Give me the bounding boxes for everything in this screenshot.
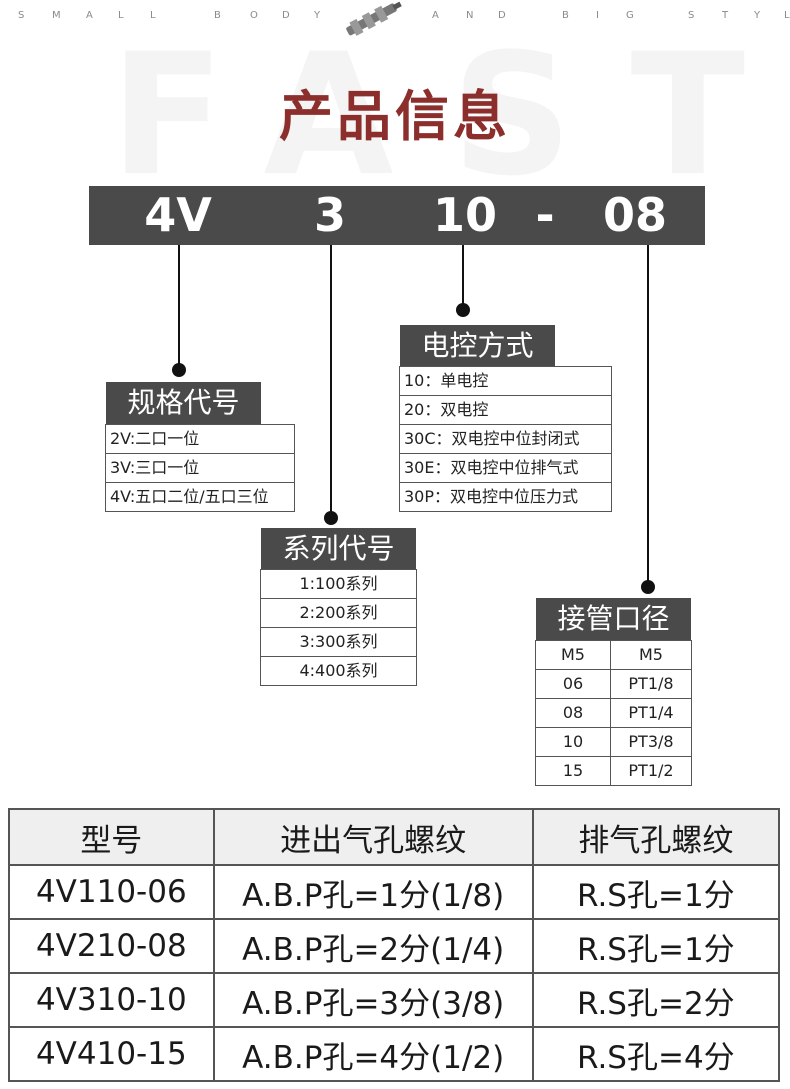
page-title: 产品信息 bbox=[279, 85, 511, 148]
spec-table: 型号 进出气孔螺纹 排气孔螺纹 4V110-06 A.B.P孔=1分(1/8) … bbox=[8, 808, 781, 1082]
model-code-bar bbox=[89, 186, 705, 245]
exhaust-thread-cell: R.S孔=1分 bbox=[531, 864, 781, 920]
connector-dot bbox=[324, 511, 338, 525]
exhaust-thread-cell: R.S孔=1分 bbox=[531, 918, 781, 974]
port-thread-cell: A.B.P孔=2分(1/4) bbox=[212, 918, 534, 974]
table-row: 10 PT3/8 bbox=[536, 728, 691, 757]
list-item: 3:300系列 bbox=[261, 628, 416, 657]
tagline-letter: T bbox=[722, 10, 729, 21]
series-code-list: 1:100系列 2:200系列 3:300系列 4:400系列 bbox=[260, 569, 417, 686]
list-item: 4V:五口二位/五口三位 bbox=[106, 483, 294, 512]
table-row: 06 PT1/8 bbox=[536, 670, 691, 699]
list-item: 3V:三口一位 bbox=[106, 454, 294, 483]
list-item: 2:200系列 bbox=[261, 599, 416, 628]
model-cell: 4V210-08 bbox=[8, 918, 215, 974]
tagline-letter: Y bbox=[754, 10, 761, 21]
tagline-letter: D bbox=[282, 10, 290, 21]
tagline-letter: B bbox=[214, 10, 221, 21]
table-row: 4V210-08 A.B.P孔=2分(1/4) R.S孔=1分 bbox=[8, 918, 781, 974]
connector-line bbox=[178, 245, 180, 370]
connector-dot bbox=[641, 580, 655, 594]
exhaust-thread-cell: R.S孔=2分 bbox=[531, 972, 781, 1028]
port-thread-cell: A.B.P孔=4分(1/2) bbox=[212, 1026, 534, 1082]
column-header: 型号 bbox=[8, 808, 215, 866]
port-thread-cell: A.B.P孔=3分(3/8) bbox=[212, 972, 534, 1028]
model-cell: 4V410-15 bbox=[8, 1026, 215, 1082]
model-cell: 4V310-10 bbox=[8, 972, 215, 1028]
connector-line bbox=[462, 245, 464, 310]
column-header: 排气孔螺纹 bbox=[531, 808, 781, 866]
port-code: 10 bbox=[536, 728, 611, 756]
tagline-letter: L bbox=[150, 10, 156, 21]
connector-dot bbox=[172, 363, 186, 377]
tagline-letter: L bbox=[784, 10, 790, 21]
tagline-letter: S bbox=[18, 10, 25, 21]
port-code: 06 bbox=[536, 670, 611, 698]
list-item: 30P：双电控中位压力式 bbox=[400, 483, 611, 512]
table-row: 08 PT1/4 bbox=[536, 699, 691, 728]
tagline-letter: I bbox=[596, 10, 599, 21]
tagline-letter: Y bbox=[314, 10, 321, 21]
spec-code-list: 2V:二口一位 3V:三口一位 4V:五口二位/五口三位 bbox=[105, 424, 295, 512]
control-mode-list: 10：单电控 20：双电控 30C：双电控中位封闭式 30E：双电控中位排气式 … bbox=[399, 366, 612, 512]
list-item: 30C：双电控中位封闭式 bbox=[400, 425, 611, 454]
connector-line bbox=[647, 245, 649, 587]
table-row: 4V110-06 A.B.P孔=1分(1/8) R.S孔=1分 bbox=[8, 864, 781, 920]
series-code-header: 系列代号 bbox=[261, 528, 416, 570]
list-item: 1:100系列 bbox=[261, 570, 416, 599]
table-row: 4V310-10 A.B.P孔=3分(3/8) R.S孔=2分 bbox=[8, 972, 781, 1028]
port-thread: PT1/2 bbox=[628, 761, 674, 780]
tagline-letter: O bbox=[250, 10, 258, 21]
tagline-letter: M bbox=[52, 10, 61, 21]
port-size-header: 接管口径 bbox=[536, 598, 691, 640]
model-cell: 4V110-06 bbox=[8, 864, 215, 920]
spec-code-header: 规格代号 bbox=[106, 382, 261, 424]
table-header-row: 型号 进出气孔螺纹 排气孔螺纹 bbox=[8, 808, 781, 866]
model-segment-port: 08 bbox=[602, 188, 667, 242]
table-row: M5 M5 bbox=[536, 641, 691, 670]
port-size-list: M5 M5 06 PT1/8 08 PT1/4 10 PT3/8 15 PT1/… bbox=[535, 640, 692, 786]
table-row: 4V410-15 A.B.P孔=4分(1/2) R.S孔=4分 bbox=[8, 1026, 781, 1082]
exhaust-thread-cell: R.S孔=4分 bbox=[531, 1026, 781, 1082]
port-thread: PT1/4 bbox=[628, 703, 674, 722]
port-thread-cell: A.B.P孔=1分(1/8) bbox=[212, 864, 534, 920]
port-code: 08 bbox=[536, 699, 611, 727]
model-segment-control: 10 bbox=[432, 188, 497, 242]
tagline-letter: N bbox=[466, 10, 474, 21]
port-thread: PT1/8 bbox=[628, 674, 674, 693]
column-header: 进出气孔螺纹 bbox=[212, 808, 534, 866]
list-item: 2V:二口一位 bbox=[106, 425, 294, 454]
model-segment-series: 3 bbox=[313, 188, 346, 242]
list-item: 30E：双电控中位排气式 bbox=[400, 454, 611, 483]
control-mode-header: 电控方式 bbox=[400, 325, 555, 367]
port-code: M5 bbox=[536, 641, 611, 669]
tagline-letter: A bbox=[86, 10, 93, 21]
list-item: 4:400系列 bbox=[261, 657, 416, 686]
table-row: 15 PT1/2 bbox=[536, 757, 691, 786]
list-item: 10：单电控 bbox=[400, 367, 611, 396]
tagline-letter: G bbox=[626, 10, 634, 21]
valve-icon bbox=[346, 1, 402, 36]
list-item: 20：双电控 bbox=[400, 396, 611, 425]
connector-dot bbox=[456, 303, 470, 317]
model-segment-dash: - bbox=[535, 188, 555, 242]
port-thread: M5 bbox=[639, 645, 663, 664]
model-segment-type: 4V bbox=[144, 188, 212, 242]
tagline-letter: S bbox=[688, 10, 695, 21]
tagline-letter: L bbox=[118, 10, 124, 21]
watermark: FAST bbox=[110, 17, 790, 213]
port-thread: PT3/8 bbox=[628, 732, 674, 751]
tagline-letter: D bbox=[498, 10, 506, 21]
port-code: 15 bbox=[536, 757, 611, 785]
tagline-letter: A bbox=[432, 10, 439, 21]
connector-line bbox=[330, 245, 332, 518]
tagline-letter: B bbox=[562, 10, 569, 21]
